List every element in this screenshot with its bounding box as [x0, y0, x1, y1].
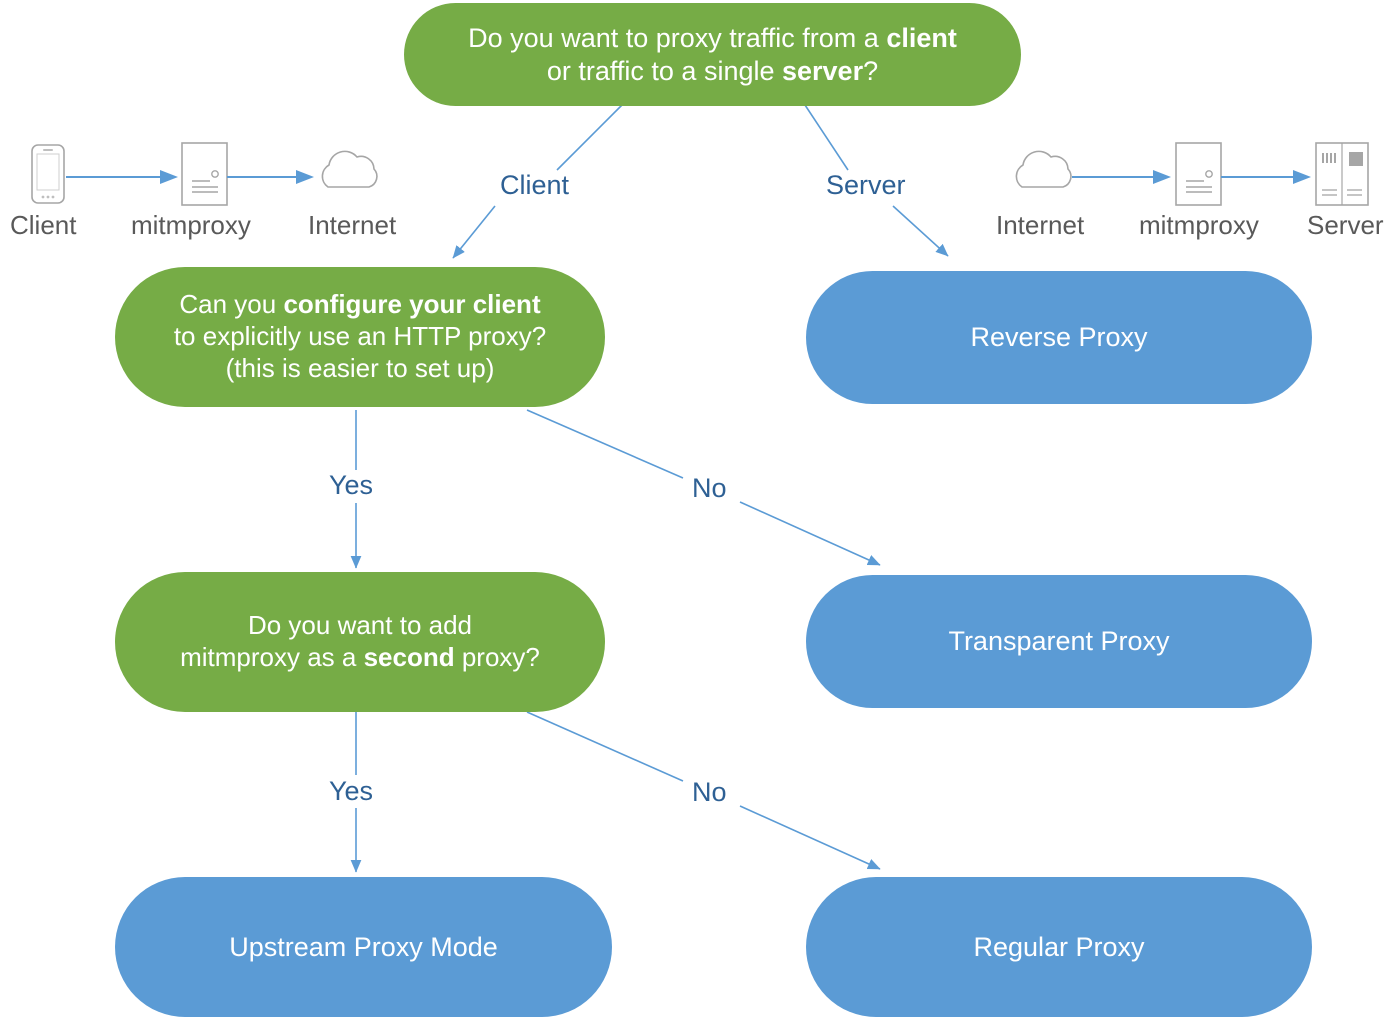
caption-mitmproxy-right: mitmproxy — [1139, 210, 1259, 240]
edge-no2-lower — [739, 805, 881, 870]
decision-node-configure-client[interactable]: Can you configure your client to explici… — [115, 267, 605, 407]
decision-proxy-traffic-line2c: ? — [863, 55, 879, 86]
edge-no1-upper — [526, 409, 684, 479]
caption-mitmproxy-left: mitmproxy — [131, 210, 251, 240]
edge-client-upper — [556, 104, 623, 171]
decision-second-proxy-line2a: mitmproxy as a — [180, 642, 364, 672]
cloud-icon — [1015, 150, 1072, 188]
decision-configure-line1a: Can you — [179, 289, 284, 320]
result-node-transparent-proxy[interactable]: Transparent Proxy — [806, 575, 1312, 708]
result-upstream-proxy-mode-label: Upstream Proxy Mode — [229, 931, 498, 962]
edge-label-yes-1: Yes — [329, 470, 374, 500]
caption-internet-right: Internet — [996, 210, 1085, 240]
cloud-icon — [321, 150, 378, 188]
edge-label-no-1: No — [692, 473, 727, 503]
edge-label-server: Server — [826, 170, 906, 200]
decision-second-proxy-bold: second — [363, 642, 455, 672]
decision-configure-bold: configure your client — [283, 289, 541, 320]
decision-proxy-traffic-server-bold: server — [782, 55, 864, 86]
server-rack-icon — [1315, 142, 1369, 206]
internet-to-server-illustration — [1015, 142, 1369, 206]
edge-label-no-2: No — [692, 777, 727, 807]
edge-server-upper — [804, 104, 849, 171]
edge-client-lower — [452, 205, 496, 259]
caption-client: Client — [10, 210, 77, 240]
decision-configure-line3: (this is easier to set up) — [225, 352, 495, 383]
result-node-reverse-proxy[interactable]: Reverse Proxy — [806, 271, 1312, 404]
decision-second-proxy-line1: Do you want to add — [247, 610, 473, 641]
result-reverse-proxy-label: Reverse Proxy — [970, 322, 1148, 353]
edge-server-lower — [892, 205, 949, 257]
decision-proxy-traffic-client-bold: client — [886, 22, 957, 53]
decision-node-proxy-traffic[interactable]: Do you want to proxy traffic from a clie… — [404, 3, 1021, 106]
proxy-document-icon — [1175, 142, 1222, 206]
decision-second-proxy-line2c: proxy? — [454, 642, 540, 672]
decision-configure-line2: to explicitly use an HTTP proxy? — [173, 321, 547, 352]
caption-internet-left: Internet — [308, 210, 397, 240]
result-node-upstream-proxy-mode[interactable]: Upstream Proxy Mode — [115, 877, 612, 1017]
result-transparent-proxy-label: Transparent Proxy — [948, 626, 1170, 657]
caption-server-right: Server — [1307, 210, 1384, 240]
edge-label-client: Client — [500, 170, 570, 200]
result-node-regular-proxy[interactable]: Regular Proxy — [806, 877, 1312, 1017]
decision-proxy-traffic-line1a: Do you want to proxy traffic from a — [468, 22, 887, 53]
edge-no2-upper — [526, 711, 684, 782]
decision-proxy-traffic-line2a: or traffic to a single — [546, 55, 782, 86]
client-to-internet-illustration — [31, 142, 378, 206]
result-regular-proxy-label: Regular Proxy — [973, 931, 1145, 962]
edge-no1-lower — [739, 501, 881, 566]
edge-label-yes-2: Yes — [329, 776, 374, 806]
phone-icon — [31, 144, 65, 204]
proxy-document-icon — [181, 142, 228, 206]
decision-node-second-proxy[interactable]: Do you want to add mitmproxy as a second… — [115, 572, 605, 712]
